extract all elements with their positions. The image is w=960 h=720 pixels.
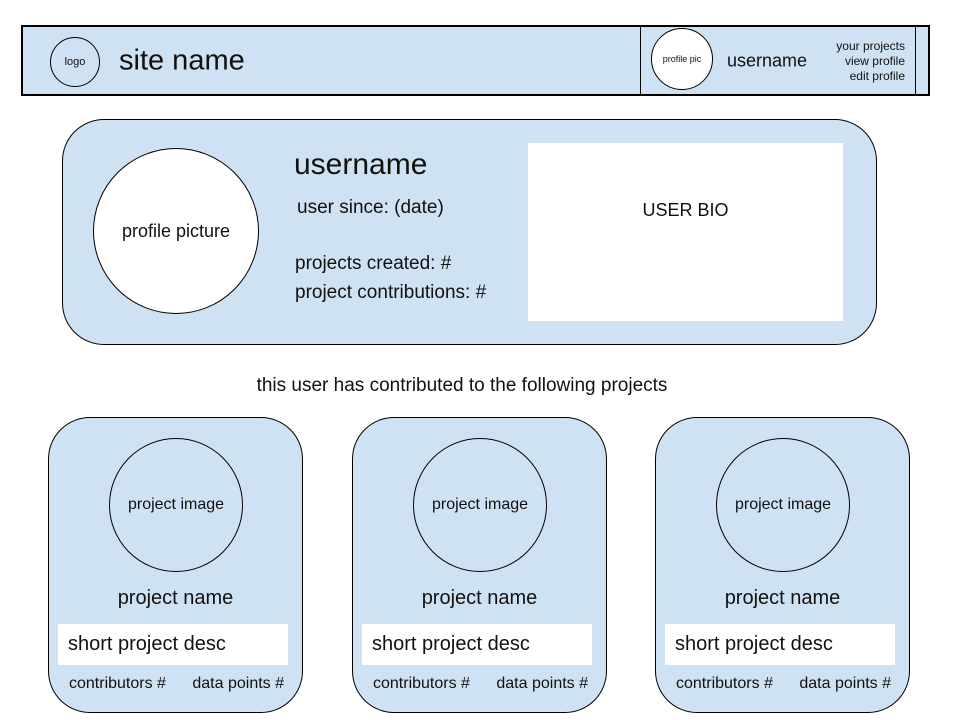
header-menu: your projects view profile edit profile bbox=[836, 27, 905, 94]
profile-picture-label: profile picture bbox=[121, 220, 231, 241]
header-divider-right bbox=[915, 27, 916, 94]
project-name: project name bbox=[117, 587, 234, 609]
contributors-count: contributors # bbox=[69, 675, 166, 692]
menu-item-view-profile[interactable]: view profile bbox=[844, 53, 905, 68]
data-points-count: data points # bbox=[192, 675, 284, 692]
profile-username: username bbox=[294, 148, 428, 181]
site-logo-label: logo bbox=[64, 56, 86, 68]
project-stats: contributors # data points # bbox=[656, 676, 909, 692]
project-stats: contributors # data points # bbox=[353, 676, 606, 692]
user-since: user since: (date) bbox=[297, 197, 444, 218]
project-card[interactable]: project image project name short project… bbox=[352, 417, 607, 713]
data-points-count: data points # bbox=[496, 675, 588, 692]
contributors-count: contributors # bbox=[373, 675, 470, 692]
header-profile-pic-label: profile pic bbox=[662, 54, 702, 64]
user-profile-card: profile picture username user since: (da… bbox=[62, 119, 877, 345]
menu-item-edit-profile[interactable]: edit profile bbox=[849, 68, 905, 83]
project-image-label: project image bbox=[127, 496, 225, 513]
project-image-label: project image bbox=[734, 496, 832, 513]
contributions-heading: this user has contributed to the followi… bbox=[256, 375, 668, 396]
project-description-box: short project desc bbox=[362, 624, 592, 665]
menu-item-your-projects[interactable]: your projects bbox=[836, 38, 905, 53]
project-description: short project desc bbox=[68, 633, 226, 655]
project-image: project image bbox=[716, 438, 850, 572]
project-name: project name bbox=[724, 587, 841, 609]
project-image: project image bbox=[109, 438, 243, 572]
project-description-box: short project desc bbox=[58, 624, 288, 665]
project-contributions-count: project contributions: # bbox=[295, 282, 487, 303]
header-username: username bbox=[727, 50, 808, 70]
project-card[interactable]: project image project name short project… bbox=[48, 417, 303, 713]
site-logo[interactable]: logo bbox=[50, 37, 100, 87]
header-divider-left bbox=[640, 27, 641, 94]
site-name: site name bbox=[119, 44, 245, 76]
project-image-label: project image bbox=[431, 496, 529, 513]
project-image: project image bbox=[413, 438, 547, 572]
project-card[interactable]: project image project name short project… bbox=[655, 417, 910, 713]
project-description: short project desc bbox=[372, 633, 530, 655]
project-stats: contributors # data points # bbox=[49, 676, 302, 692]
project-description: short project desc bbox=[675, 633, 833, 655]
user-bio-label: USER BIO bbox=[642, 200, 729, 220]
data-points-count: data points # bbox=[799, 675, 891, 692]
project-name: project name bbox=[421, 587, 538, 609]
site-header: logo site name profile pic username your… bbox=[21, 25, 930, 96]
user-bio-box: USER BIO bbox=[528, 143, 843, 321]
projects-created-count: projects created: # bbox=[295, 253, 452, 274]
contributors-count: contributors # bbox=[676, 675, 773, 692]
project-description-box: short project desc bbox=[665, 624, 895, 665]
header-profile-pic[interactable]: profile pic bbox=[651, 28, 713, 90]
profile-picture[interactable]: profile picture bbox=[93, 148, 259, 314]
